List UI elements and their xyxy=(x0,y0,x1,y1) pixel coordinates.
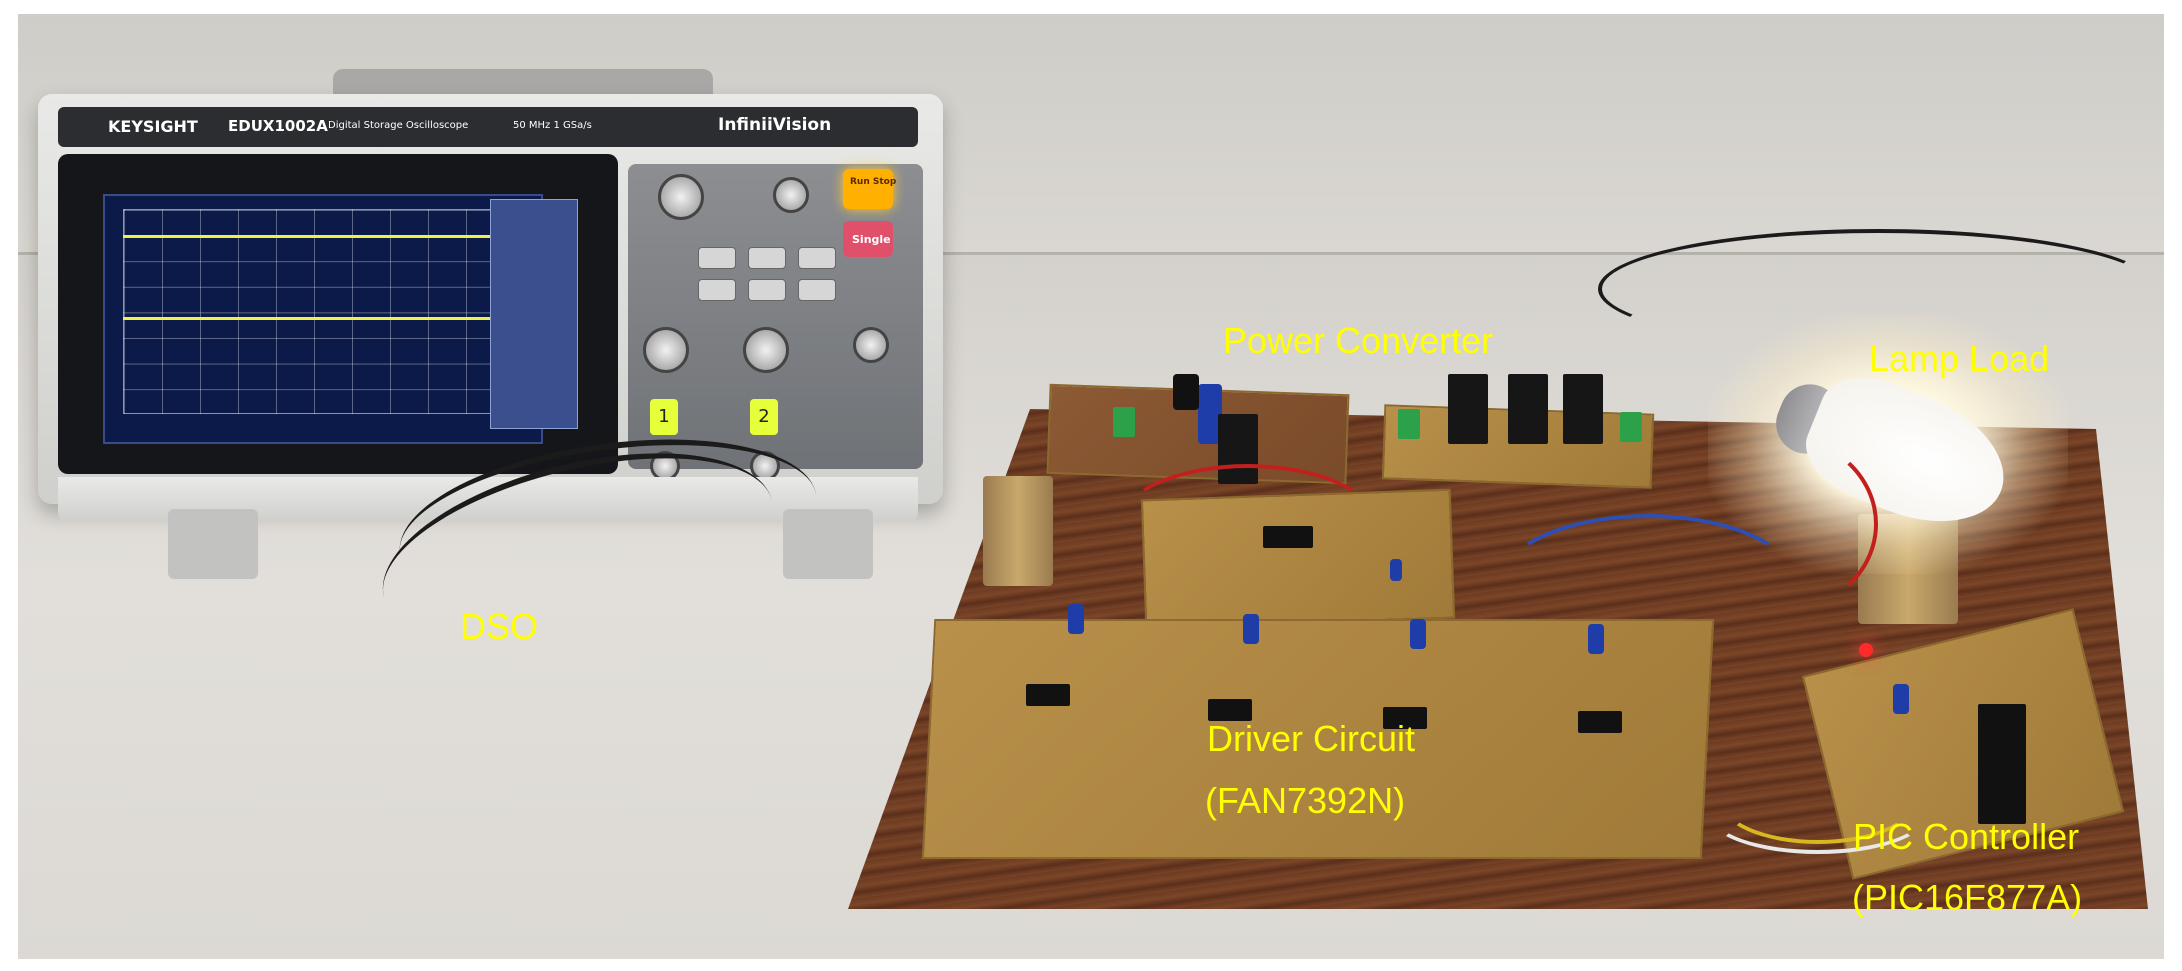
scope-bandwidth: 50 MHz 1 GSa/s xyxy=(513,120,592,131)
dso-label: DSO xyxy=(460,606,539,647)
position-knob[interactable] xyxy=(773,177,809,213)
driver-ic-4 xyxy=(1578,711,1622,733)
terminal-block xyxy=(1398,409,1420,439)
power-cable xyxy=(1598,229,2158,349)
scope-model-desc: Digital Storage Oscilloscope xyxy=(328,120,469,131)
scope-trace-channel-1 xyxy=(123,235,503,238)
save-button[interactable] xyxy=(748,279,786,301)
red-wire xyxy=(1678,434,1878,614)
white-wire xyxy=(1708,774,1928,854)
scope-series: InfiniiVision xyxy=(718,115,832,135)
vertical-scale-knob-1[interactable] xyxy=(643,327,689,373)
mosfet-heatsink-3 xyxy=(1563,374,1603,444)
terminal-block xyxy=(1620,412,1642,442)
mosfet-heatsink-2 xyxy=(1508,374,1548,444)
blue-wire xyxy=(1498,514,1798,654)
driver-capacitor-3 xyxy=(1410,619,1426,649)
lab-setup-photo: KEYSIGHT EDUX1002A Digital Storage Oscil… xyxy=(18,14,2164,959)
capacitor xyxy=(1390,559,1402,581)
scope-softkey-menu xyxy=(490,199,578,429)
utility-button[interactable] xyxy=(798,279,836,301)
inductor xyxy=(1173,374,1199,410)
terminal-block xyxy=(1113,407,1135,437)
pic-controller-part-label: (PIC16F877A) xyxy=(1852,877,2083,918)
driver-ic-1 xyxy=(1026,684,1070,706)
trigger-level-knob[interactable] xyxy=(853,327,889,363)
scope-top-bar xyxy=(58,107,918,147)
input-transformer xyxy=(983,476,1053,586)
table-edge xyxy=(18,252,2164,255)
scope-graticule xyxy=(123,209,503,414)
cursor-button[interactable] xyxy=(748,247,786,269)
driver-circuit-label: Driver Circuit xyxy=(1207,718,1416,759)
scope-foot-left xyxy=(168,509,258,579)
horizontal-knob[interactable] xyxy=(658,174,704,220)
scope-model: EDUX1002A xyxy=(228,117,328,135)
run-stop-label: Run Stop xyxy=(850,177,897,187)
run-stop-button[interactable] xyxy=(843,169,893,209)
measure-button[interactable] xyxy=(698,247,736,269)
driver-capacitor-2 xyxy=(1243,614,1259,644)
acquire-button[interactable] xyxy=(798,247,836,269)
red-wire xyxy=(1118,464,1378,584)
power-converter-label: Power Converter xyxy=(1223,320,1494,361)
display-button[interactable] xyxy=(698,279,736,301)
controller-capacitor xyxy=(1893,684,1909,714)
driver-ic-2 xyxy=(1208,699,1252,721)
single-button[interactable] xyxy=(843,221,893,257)
oscilloscope: KEYSIGHT EDUX1002A Digital Storage Oscil… xyxy=(38,69,943,579)
lamp-load-label: Lamp Load xyxy=(1869,338,2050,379)
indicator-led xyxy=(1859,643,1873,657)
scope-foot-right xyxy=(783,509,873,579)
pic-microcontroller xyxy=(1978,704,2026,824)
driver-capacitor-1 xyxy=(1068,604,1084,634)
single-label: Single xyxy=(852,233,891,246)
channel-2-button[interactable]: 2 xyxy=(750,399,778,435)
yellow-wire xyxy=(1718,754,1918,844)
driver-ic-3 xyxy=(1383,707,1427,729)
scope-trace-channel-2 xyxy=(123,317,503,320)
channel-1-button[interactable]: 1 xyxy=(650,399,678,435)
mosfet-heatsink-1 xyxy=(1448,374,1488,444)
driver-circuit-part-label: (FAN7392N) xyxy=(1205,780,1406,821)
vertical-scale-knob-2[interactable] xyxy=(743,327,789,373)
pic-controller-label: PIC Controller xyxy=(1853,816,2080,857)
scope-brand: KEYSIGHT xyxy=(108,117,198,136)
